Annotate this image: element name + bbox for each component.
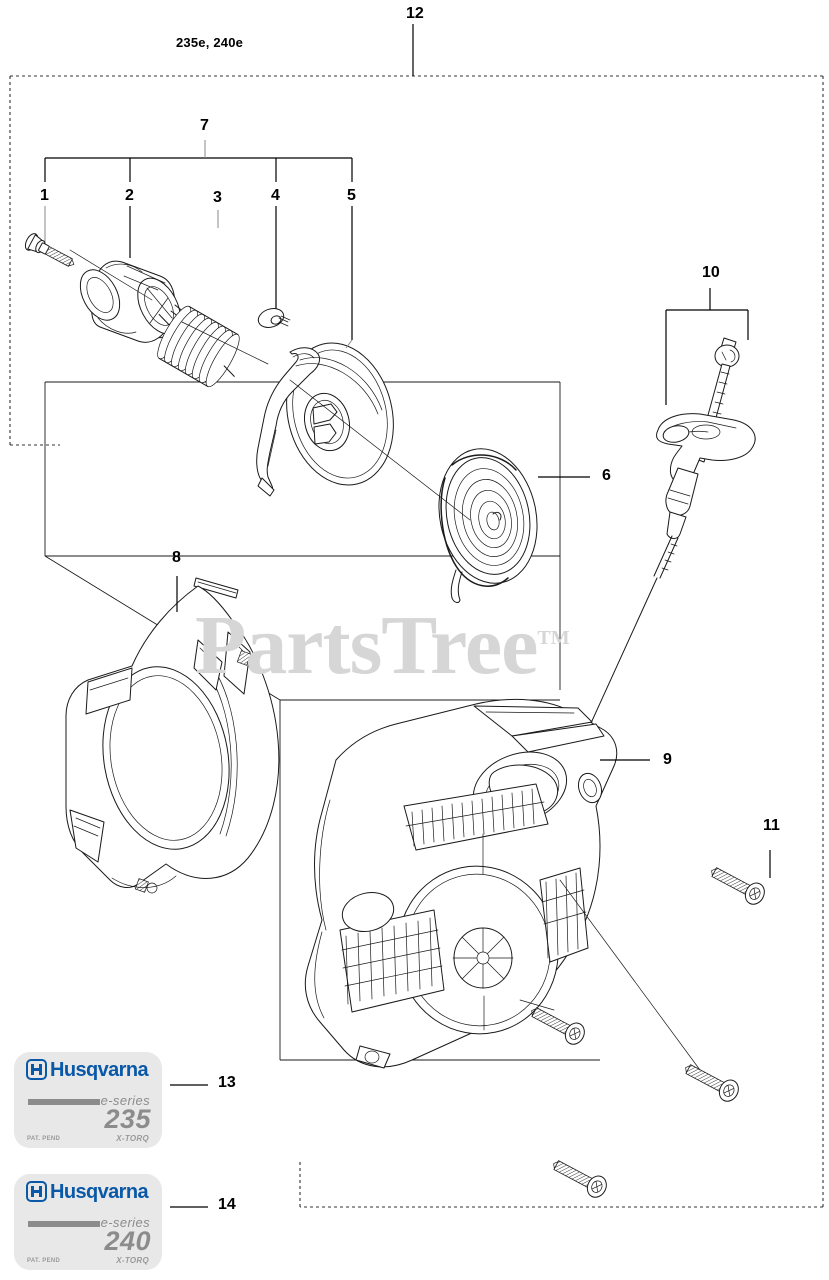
callout-13[interactable]: 13 (218, 1074, 236, 1091)
decal-240-model: 240 (104, 1226, 151, 1256)
callout-4[interactable]: 4 (271, 187, 280, 204)
callout-8[interactable]: 8 (172, 549, 181, 566)
group-12-boundary (9, 75, 824, 1208)
decal-235-brand: Husqvarna (50, 1058, 149, 1081)
callout-7[interactable]: 7 (200, 117, 209, 134)
decal-240[interactable]: Husqvarna e-series 240 PAT. PEND X-TORQ (14, 1174, 162, 1270)
decal-240-brandrow: Husqvarna (26, 1180, 149, 1203)
callout-10[interactable]: 10 (702, 264, 720, 281)
callout-12[interactable]: 12 (406, 5, 424, 22)
callout-2[interactable]: 2 (125, 187, 134, 204)
vent-block-upper (403, 783, 549, 851)
decal-235-rule (28, 1099, 100, 1105)
decal-240-engine: X-TORQ (116, 1256, 149, 1265)
part-11-screw-a (711, 867, 765, 905)
part-6-recoil-spring (438, 448, 538, 603)
part-4-washer (257, 308, 291, 328)
part-5-rope-pulley (256, 342, 394, 497)
callout-5[interactable]: 5 (347, 187, 356, 204)
part-1-screw (24, 233, 75, 267)
decal-240-brand: Husqvarna (50, 1180, 149, 1203)
bracket-10 (665, 288, 749, 405)
callout-9[interactable]: 9 (663, 751, 672, 768)
part-2-pawl-housing (79, 260, 200, 343)
decal-235-engine: X-TORQ (116, 1134, 149, 1143)
decal-235-model: 235 (104, 1104, 151, 1134)
part-11-screw-c (685, 1064, 739, 1102)
vent-block-right (539, 867, 589, 963)
part-8-fan-housing (65, 577, 280, 894)
decal-235-patent: PAT. PEND (27, 1136, 61, 1142)
callout-11[interactable]: 11 (763, 817, 780, 834)
part-11-screw-d (553, 1160, 607, 1198)
vent-block-lower (339, 909, 445, 1013)
husqvarna-crown-icon (26, 1181, 47, 1202)
assembly-trajectories (69, 249, 701, 1071)
bracket-7 (44, 140, 353, 182)
decal-240-rule (28, 1221, 100, 1227)
callout-6[interactable]: 6 (602, 467, 611, 484)
part-11-screw-b (531, 1007, 585, 1045)
callout-14[interactable]: 14 (218, 1196, 236, 1213)
variant-label: 235e, 240e (176, 35, 244, 50)
decal-235[interactable]: Husqvarna e-series 235 PAT. PEND X-TORQ (14, 1052, 162, 1148)
decal-240-series: e-series (100, 1215, 150, 1230)
part-3-coil-spring (157, 305, 240, 388)
decal-235-series: e-series (100, 1093, 150, 1108)
part-9-starter-housing (304, 698, 618, 1069)
decal-235-brandrow: Husqvarna (26, 1058, 149, 1081)
decal-240-patent: PAT. PEND (27, 1258, 61, 1264)
husqvarna-crown-icon (26, 1059, 47, 1080)
callout-3[interactable]: 3 (213, 189, 222, 206)
part-10-starter-handle (555, 337, 756, 801)
callout-1[interactable]: 1 (40, 187, 49, 204)
